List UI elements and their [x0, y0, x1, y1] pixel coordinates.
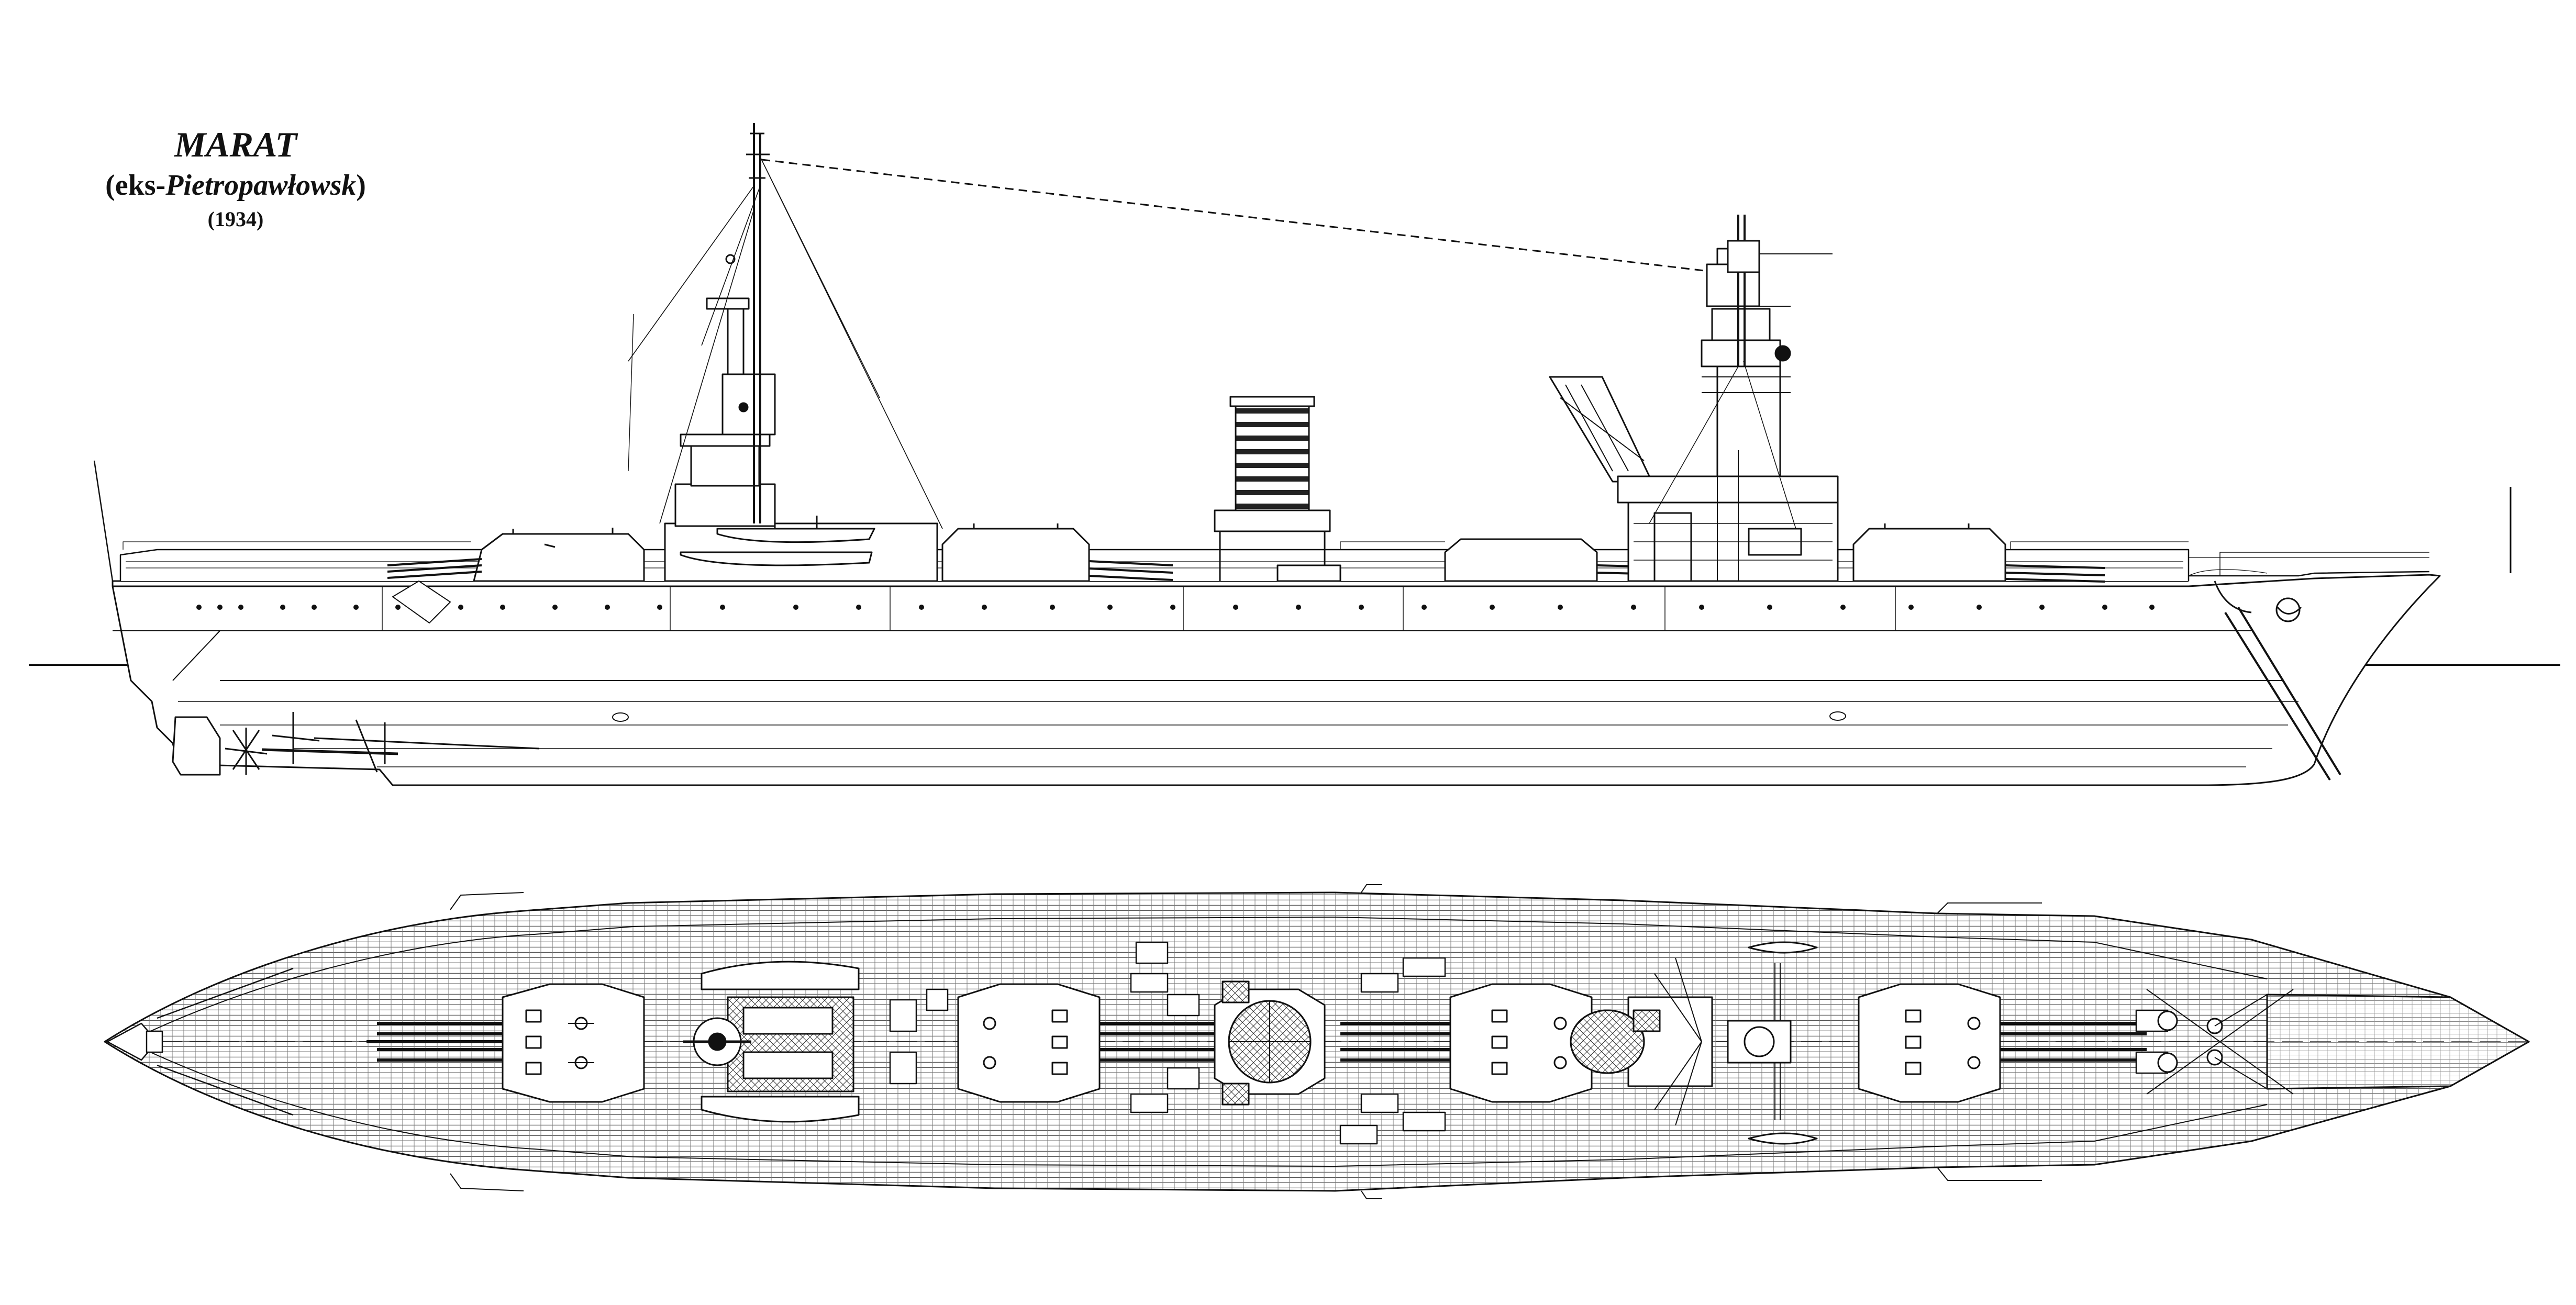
deck-funnel — [1214, 980, 1326, 1106]
deck-bridge — [1570, 957, 1792, 1126]
forward-capstans — [2146, 989, 2294, 1095]
mainmast — [628, 123, 943, 529]
propellers — [225, 712, 540, 775]
turret-4 — [1852, 523, 2105, 583]
rudder — [172, 716, 221, 776]
deck-plan — [104, 884, 2530, 1199]
jack-staff — [93, 460, 114, 582]
anchor-hawse — [2224, 606, 2341, 781]
forward-superstructure — [1549, 248, 1839, 582]
deck-boats — [683, 961, 860, 1123]
ship-name: MARAT — [174, 125, 297, 164]
former-name: (eks-Pietropawłowsk) — [105, 169, 366, 202]
side-boats — [1748, 941, 1818, 1145]
turret-2 — [941, 523, 1173, 582]
turret-1 — [387, 528, 645, 582]
deck-bulwarks — [450, 884, 2042, 1199]
foremast — [1649, 215, 1833, 529]
title-block: MARAT (eks-Pietropawłowsk) (1934) — [105, 123, 367, 234]
portholes — [196, 605, 2155, 610]
aft-boats — [680, 516, 875, 566]
deck-hatches — [889, 941, 2169, 1145]
deck-turret-3 — [1340, 983, 1593, 1103]
deck-turret-1 — [367, 983, 645, 1103]
side-elevation — [29, 123, 2560, 786]
wireless-aerial — [761, 159, 1718, 273]
bow-details — [106, 967, 294, 1116]
deck-turret-4 — [1858, 983, 2147, 1103]
rails — [123, 541, 2429, 576]
funnel — [1214, 396, 1341, 582]
year-label: (1934) — [207, 207, 264, 231]
deck-turret-2 — [957, 983, 1215, 1103]
